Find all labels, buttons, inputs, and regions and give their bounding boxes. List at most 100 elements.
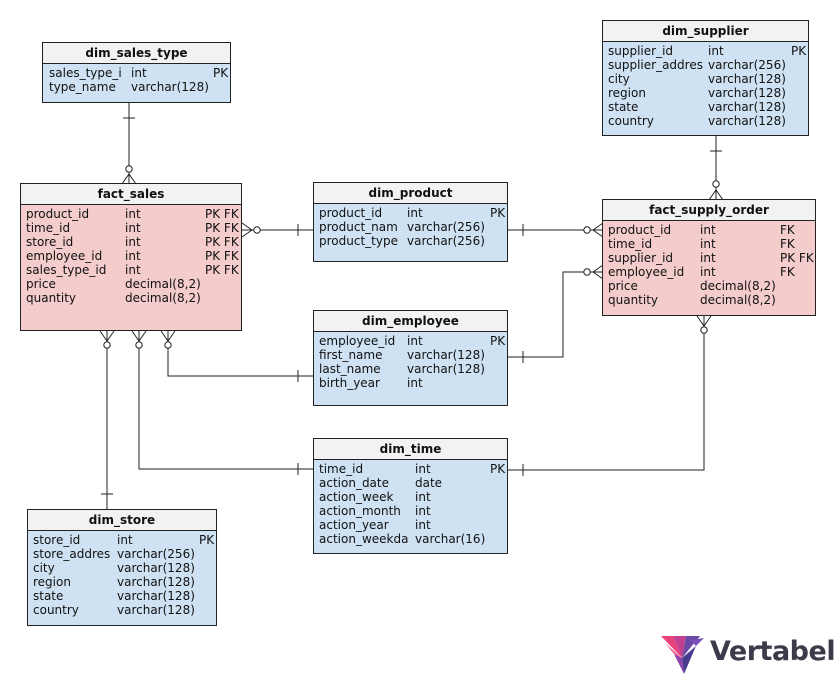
column-key: PK [199,533,215,547]
column-type: varchar(128) [117,575,195,589]
table-fact-sales[interactable]: fact_sales product_id int PK FK time_id … [20,183,242,331]
table-dim-sales-type[interactable]: dim_sales_type sales_type_i int PK type_… [42,42,231,103]
column-name: supplier_id [608,251,674,265]
column-type: date [415,476,443,490]
column-name: employee_id [608,265,685,279]
table-dim-employee[interactable]: dim_employee employee_id int PK first_na… [313,310,508,406]
column-row: type_name varchar(128) [47,80,230,94]
column-row: action_month int [318,504,507,518]
column-row: price decimal(8,2) [607,279,815,293]
column-type: decimal(8,2) [700,293,776,307]
table-fact-supply-order[interactable]: fact_supply_order product_id int FK time… [602,199,816,316]
column-row: product_type varchar(256) [318,234,507,248]
column-name: store_id [33,533,81,547]
column-name: type_name [49,80,116,94]
column-type: int [407,206,423,220]
column-type: varchar(128) [708,100,786,114]
column-name: time_id [319,462,364,476]
column-row: supplier_id int PK FK [607,251,815,265]
column-name: time_id [26,221,71,235]
column-type: varchar(128) [117,561,195,575]
column-type: int [415,462,431,476]
column-row: store_id int PK FK [25,235,241,249]
column-row: time_id int PK FK [25,221,241,235]
column-type: int [415,504,431,518]
column-row: sales_type_i int PK [47,66,230,80]
column-row: action_week int [318,490,507,504]
column-type: decimal(8,2) [125,291,201,305]
column-name: birth_year [319,376,380,390]
vertabelo-logo: Vertabelo [660,634,836,676]
column-key: PK [490,206,506,220]
column-name: region [33,575,71,589]
column-name: action_weekda [319,532,409,546]
column-type: int [117,533,133,547]
column-name: state [608,100,639,114]
column-name: product_type [319,234,398,248]
rel-employee-fact-sales [167,331,314,377]
column-type: decimal(8,2) [125,277,201,291]
table-title: dim_time [314,439,507,460]
column-type: varchar(128) [708,72,786,86]
column-type: int [700,237,716,251]
column-row: action_date date [318,476,507,490]
column-name: product_id [319,206,383,220]
column-type: varchar(256) [407,220,485,234]
column-row: state varchar(128) [32,589,216,603]
column-key: PK [791,44,807,58]
column-type: int [125,249,141,263]
table-title: dim_supplier [603,21,808,42]
column-key: PK FK [780,251,814,265]
column-name: product_id [608,223,672,237]
column-key: PK FK [205,235,239,249]
column-key: PK FK [205,207,239,221]
column-type: int [125,221,141,235]
vertabelo-logo-icon [661,636,704,674]
table-dim-supplier[interactable]: dim_supplier supplier_id int PK supplier… [602,20,809,136]
table-dim-product[interactable]: dim_product product_id int PK product_na… [313,182,508,262]
column-type: varchar(256) [117,547,195,561]
column-row: employee_id int PK [318,334,507,348]
column-row: price decimal(8,2) [25,277,241,291]
column-row: last_name varchar(128) [318,362,507,376]
column-row: action_year int [318,518,507,532]
rel-time-fact-supply-order [507,316,705,471]
column-row: product_nam varchar(256) [318,220,507,234]
column-type: varchar(256) [708,58,786,72]
table-title: dim_product [314,183,507,204]
column-name: action_date [319,476,389,490]
column-type: int [407,376,423,390]
table-title: dim_sales_type [43,43,230,64]
column-row: first_name varchar(128) [318,348,507,362]
column-type: decimal(8,2) [700,279,776,293]
column-row: country varchar(128) [607,114,808,128]
column-type: int [125,235,141,249]
column-row: city varchar(128) [607,72,808,86]
column-row: employee_id int PK FK [25,249,241,263]
column-name: store_id [26,235,74,249]
column-key: FK [780,223,795,237]
column-name: state [33,589,64,603]
column-name: region [608,86,646,100]
column-name: price [608,279,638,293]
column-type: varchar(128) [407,362,485,376]
column-type: int [700,251,716,265]
column-key: PK FK [205,263,239,277]
column-type: int [125,263,141,277]
column-name: city [608,72,630,86]
column-row: product_id int FK [607,223,815,237]
column-name: sales_type_i [49,66,122,80]
column-row: supplier_id int PK [607,44,808,58]
column-name: store_addres [33,547,111,561]
column-name: action_month [319,504,401,518]
table-dim-time[interactable]: dim_time time_id int PK action_date date… [313,438,508,554]
column-type: varchar(128) [117,603,195,617]
column-row: sales_type_id int PK FK [25,263,241,277]
rel-time-fact-sales [138,331,314,470]
table-dim-store[interactable]: dim_store store_id int PK store_addres v… [27,509,217,626]
column-row: store_addres varchar(256) [32,547,216,561]
column-name: product_id [26,207,90,221]
column-row: store_id int PK [32,533,216,547]
column-name: supplier_addres [608,58,703,72]
